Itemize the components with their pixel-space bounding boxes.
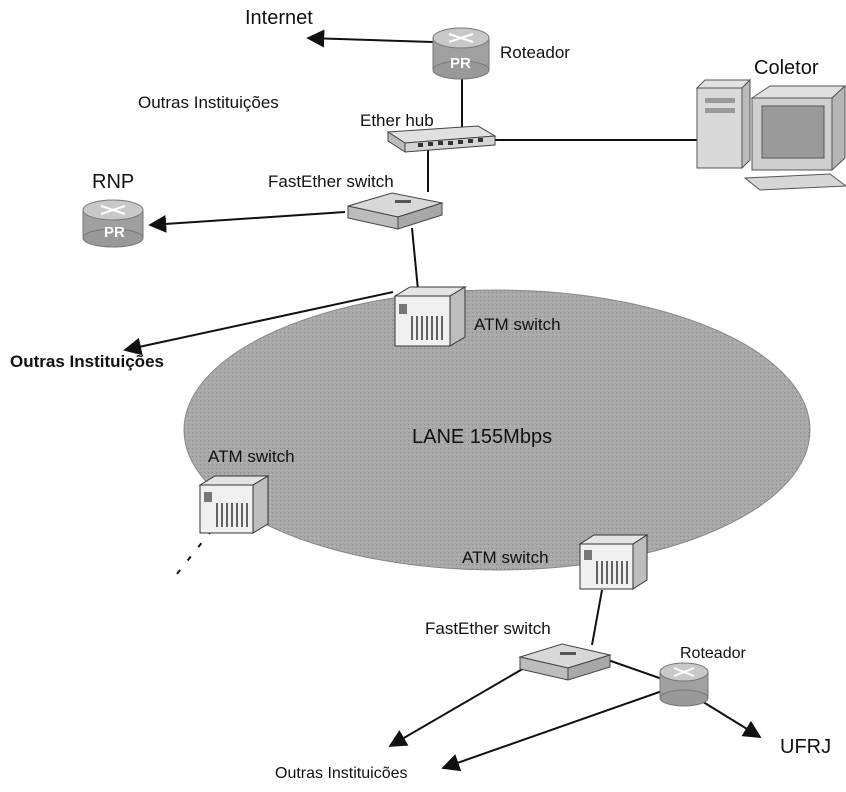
ether-hub-icon — [386, 125, 497, 153]
atm-switch-top-icon — [393, 286, 467, 347]
link-fastether-outras-1 — [388, 659, 539, 747]
label-outras-bottom: Outras Instituicões — [275, 765, 408, 782]
link-roteador-ufrj — [699, 699, 762, 738]
label-atm-bottom: ATM switch — [462, 548, 549, 567]
label-roteador-top: Roteador — [500, 43, 570, 62]
link-fastether-roteador — [607, 659, 666, 681]
fastether-switch-bottom-icon — [518, 643, 612, 681]
fastether-switch-top-icon — [347, 192, 444, 230]
router-bottom-icon — [659, 662, 709, 707]
router-top-icon: PR — [432, 27, 490, 80]
link-atm-fastether-bottom — [591, 589, 603, 646]
label-internet: Internet — [245, 7, 313, 29]
link-fastether-atm — [411, 227, 419, 291]
label-ether-hub: Ether hub — [360, 111, 434, 130]
link-fastether-rnp — [148, 211, 346, 233]
link-roteador-outras — [441, 689, 666, 772]
label-outras-left: Outras Instituições — [10, 352, 164, 371]
lane-ellipse — [183, 289, 811, 571]
label-outras-top: Outras Instituições — [138, 93, 279, 112]
label-roteador-bottom: Roteador — [680, 645, 746, 662]
coletor-computer-icon — [695, 78, 846, 191]
router-rnp-icon: PR — [82, 199, 144, 248]
atm-switch-bottom-icon — [578, 534, 649, 590]
label-coletor: Coletor — [754, 57, 819, 79]
connections — [123, 29, 762, 772]
label-lane: LANE 155Mbps — [412, 426, 552, 448]
link-atm-left-dashed — [171, 529, 213, 581]
label-ufrj: UFRJ — [780, 736, 831, 758]
label-fastether-bottom: FastEther switch — [425, 619, 551, 638]
router-rnp-pr: PR — [104, 224, 125, 241]
atm-switch-left-icon — [198, 475, 270, 534]
link-atm-outras — [123, 291, 394, 356]
router-top-pr: PR — [450, 55, 471, 72]
label-fastether-top: FastEther switch — [268, 172, 394, 191]
label-rnp: RNP — [92, 171, 134, 193]
link-internet — [306, 29, 434, 48]
label-atm-top: ATM switch — [474, 315, 561, 334]
label-atm-left: ATM switch — [208, 447, 295, 466]
